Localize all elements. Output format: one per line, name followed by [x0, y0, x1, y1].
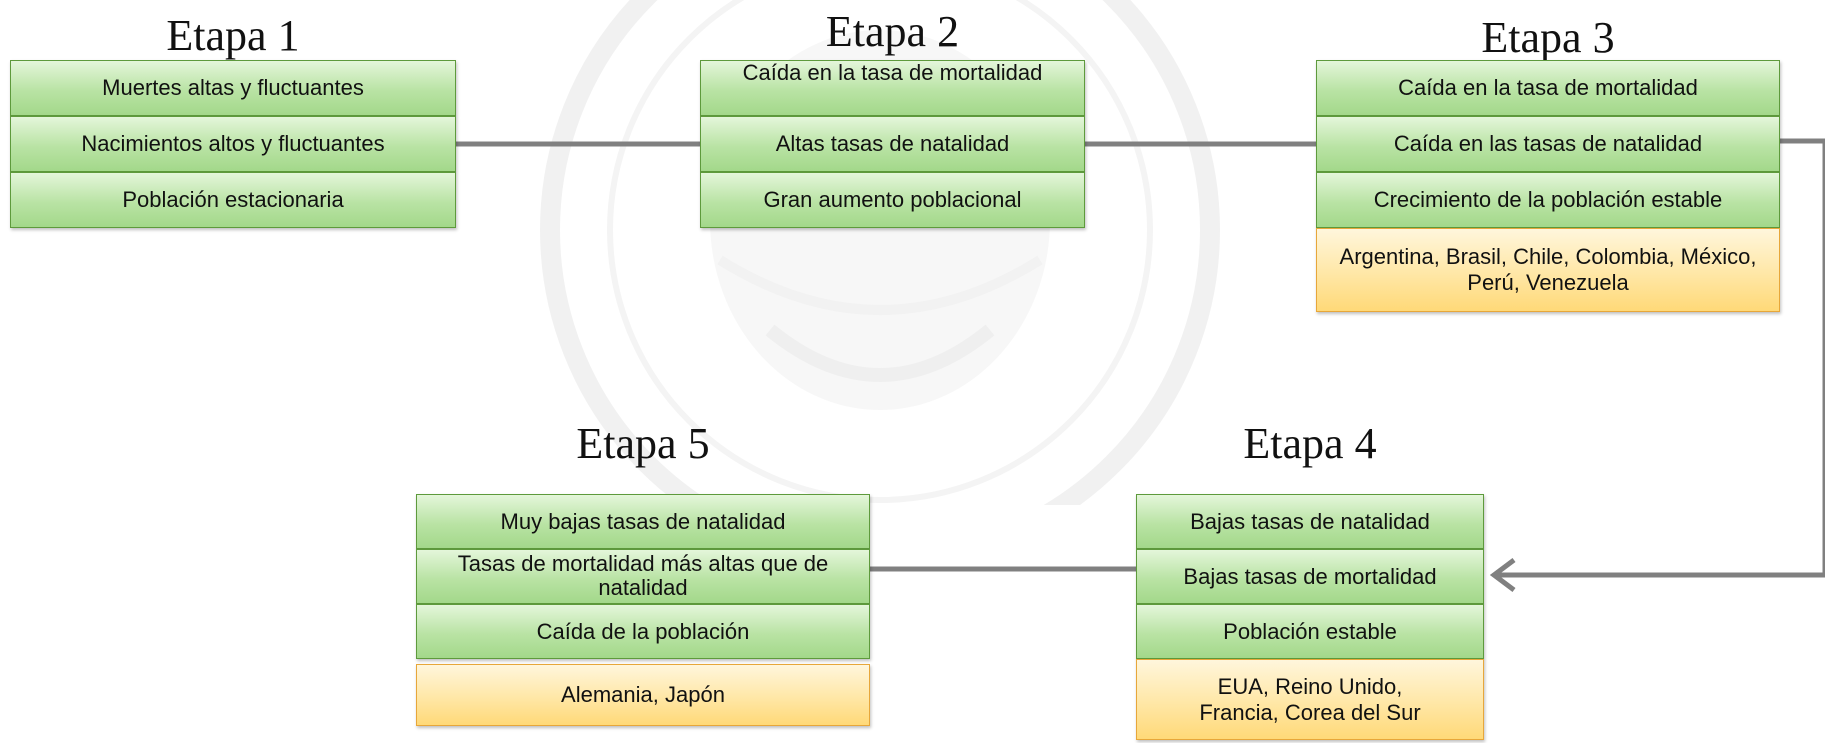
stage-examples: Alemania, Japón	[416, 664, 870, 726]
stage-item: Población estacionaria	[10, 172, 456, 228]
stage-1: Etapa 1 Muertes altas y fluctuantes Naci…	[10, 10, 456, 228]
stage-item: Caída en la tasa de mortalidad	[1316, 60, 1780, 116]
stage-5: Etapa 5 Muy bajas tasas de natalidad Tas…	[416, 418, 870, 726]
stage-item: Bajas tasas de mortalidad	[1136, 549, 1484, 604]
stage-examples: EUA, Reino Unido, Francia, Corea del Sur	[1136, 659, 1484, 740]
stage-item: Bajas tasas de natalidad	[1136, 494, 1484, 549]
connector-etapa4-arrowhead	[1489, 558, 1516, 592]
stage-title: Etapa 1	[166, 11, 300, 60]
stage-item: Altas tasas de natalidad	[700, 116, 1085, 172]
stage-item: Caída de la población	[416, 604, 870, 659]
stage-item: Gran aumento poblacional	[700, 172, 1085, 228]
stage-title: Etapa 5	[576, 419, 710, 468]
stage-item: Crecimiento de la población estable	[1316, 172, 1780, 228]
stage-item: Caída en la tasa de mortalidad	[700, 60, 1085, 116]
stage-item: Población estable	[1136, 604, 1484, 659]
stage-title: Etapa 2	[825, 7, 960, 56]
stage-item: Tasas de mortalidad más altas que de nat…	[416, 549, 870, 604]
stage-4: Etapa 4 Bajas tasas de natalidad Bajas t…	[1136, 418, 1484, 740]
stage-title: Etapa 4	[1243, 419, 1377, 468]
stage-item: Muertes altas y fluctuantes	[10, 60, 456, 116]
stage-item: Muy bajas tasas de natalidad	[416, 494, 870, 549]
stage-3: Etapa 3 Caída en la tasa de mortalidad C…	[1316, 10, 1780, 312]
stage-2: Etapa 2 Caída en la tasa de mortalidad A…	[700, 7, 1085, 228]
stage-item: Caída en las tasas de natalidad	[1316, 116, 1780, 172]
stage-title: Etapa 3	[1481, 13, 1615, 62]
stage-examples: Argentina, Brasil, Chile, Colombia, Méxi…	[1316, 228, 1780, 312]
stage-item: Nacimientos altos y fluctuantes	[10, 116, 456, 172]
